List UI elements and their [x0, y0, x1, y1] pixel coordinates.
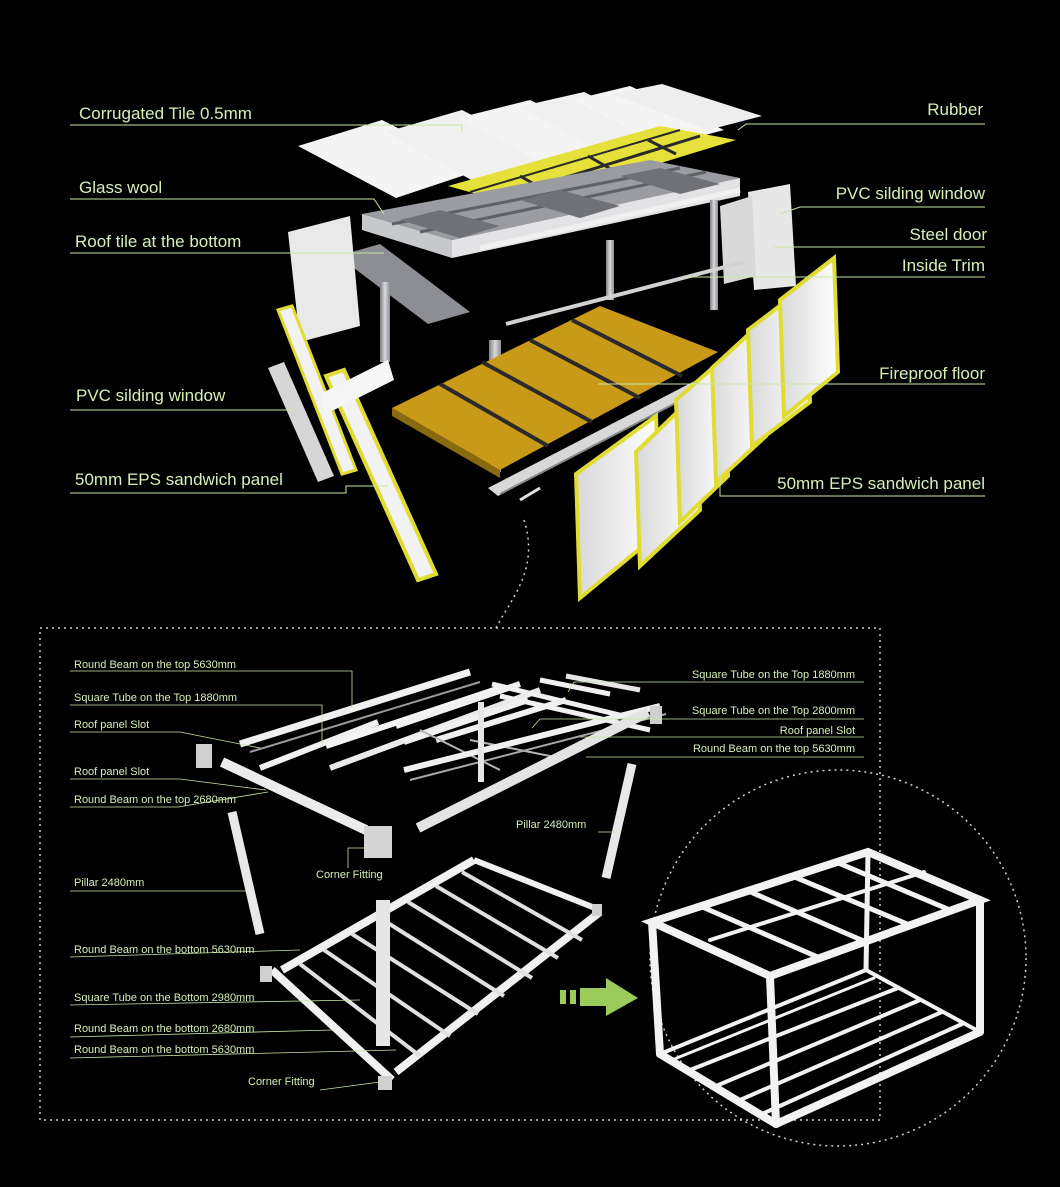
frame-detail-box — [39, 627, 881, 1121]
label-pillar-left: Pillar 2480mm — [74, 877, 145, 889]
assembled-frame — [640, 847, 991, 1128]
label-pillar-right: Pillar 2480mm — [516, 819, 587, 831]
label-eps-panel-left: 50mm EPS sandwich panel — [75, 470, 283, 489]
label-rubber: Rubber — [927, 100, 983, 119]
label-square-tube-top-1880-right: Square Tube on the Top 1880mm — [691, 669, 855, 681]
left-upper-wall-panel — [288, 216, 360, 342]
frame-leader-lines — [69, 670, 864, 1091]
label-corner-fitting-bottom: Corner Fitting — [248, 1076, 315, 1088]
label-square-tube-bottom-2980: Square Tube on the Bottom 2980mm — [74, 992, 255, 1004]
label-corrugated-tile: Corrugated Tile 0.5mm — [79, 104, 252, 123]
label-pvc-window-left: PVC silding window — [76, 386, 226, 405]
label-corner-fitting-top: Corner Fitting — [316, 869, 383, 881]
bottom-frame-parts — [260, 856, 603, 1090]
label-round-beam-top-5630-left: Round Beam on the top 5630mm — [74, 659, 237, 671]
exploded-leader-lines — [70, 123, 985, 497]
inside-trim-bar — [505, 260, 745, 326]
label-steel-door: Steel door — [909, 225, 988, 244]
label-round-beam-bottom-2680: Round Beam on the bottom 2680mm — [74, 1023, 255, 1035]
label-roof-panel-slot-right: Roof panel Slot — [779, 725, 855, 737]
label-eps-panel-right: 50mm EPS sandwich panel — [777, 474, 985, 493]
label-square-tube-top-1880-left: Square Tube on the Top 1880mm — [74, 692, 238, 704]
right-window-frame — [720, 196, 756, 284]
right-eps-panels — [573, 254, 841, 603]
assembly-arrow-icon — [560, 978, 638, 1016]
label-roof-tile-bottom: Roof tile at the bottom — [75, 232, 242, 251]
label-inside-trim: Inside Trim — [901, 256, 985, 275]
label-fireproof-floor: Fireproof floor — [879, 364, 985, 383]
label-pvc-window-right: PVC silding window — [835, 184, 985, 203]
label-roof-panel-slot-left-2: Roof panel Slot — [74, 766, 150, 778]
roof-frame — [362, 160, 741, 258]
corrugated-tile-sheets — [298, 84, 762, 198]
label-glass-wool: Glass wool — [79, 178, 163, 197]
assembled-frame-circle — [649, 769, 1027, 1147]
label-roof-panel-slot-left-1: Roof panel Slot — [74, 719, 150, 731]
steel-door-panel — [748, 184, 796, 290]
fireproof-floor — [392, 306, 718, 478]
exploded-house-illustration — [268, 84, 841, 629]
dotted-connector — [495, 519, 530, 629]
frame-pillars-detail — [227, 762, 637, 936]
bottom-roof-tile — [338, 244, 470, 324]
label-round-beam-top-2680: Round Beam on the top 2680mm — [74, 794, 237, 806]
label-round-beam-top-5630-right: Round Beam on the top 5630mm — [692, 743, 855, 755]
label-round-beam-bottom-5630-b: Round Beam on the bottom 5630mm — [74, 1044, 255, 1056]
top-frame-parts — [196, 668, 667, 858]
label-round-beam-bottom-5630-a: Round Beam on the bottom 5630mm — [74, 944, 255, 956]
left-pvc-window — [268, 362, 334, 482]
left-eps-panels — [276, 304, 439, 583]
label-square-tube-top-2800: Square Tube on the Top 2800mm — [691, 705, 855, 717]
